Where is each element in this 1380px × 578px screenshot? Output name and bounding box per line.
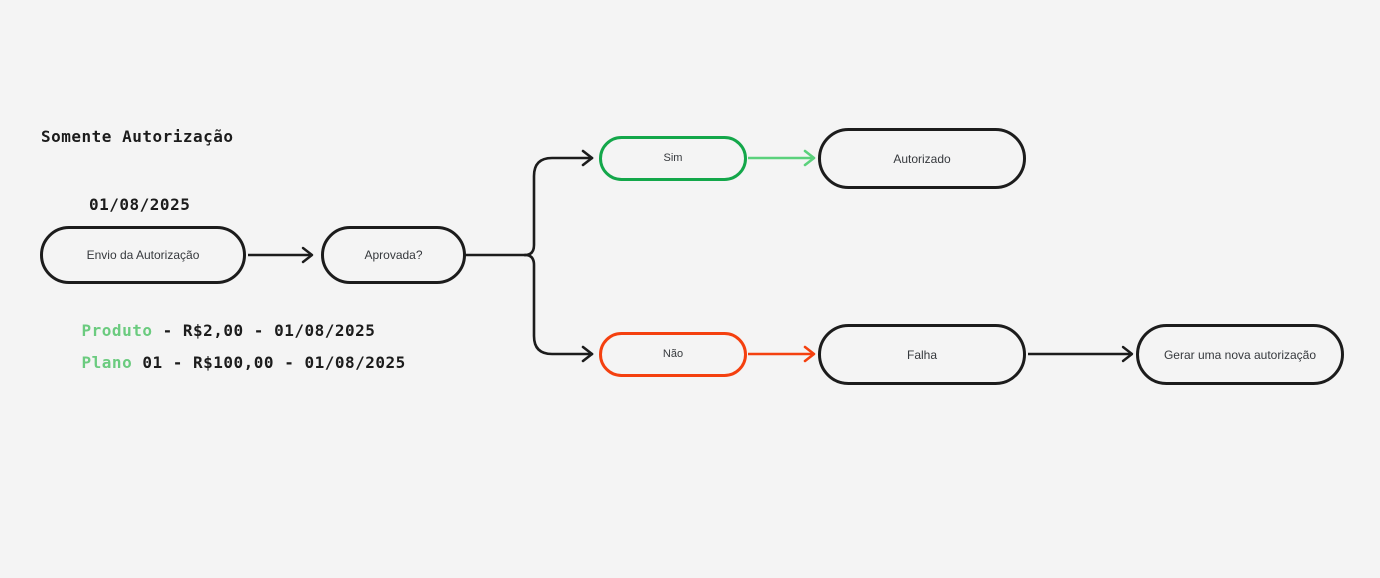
- diagram-title: Somente Autorização: [41, 127, 234, 146]
- node-aprovada[interactable]: Aprovada?: [321, 226, 466, 284]
- edge-sim-to-autorizado: [748, 149, 816, 167]
- detail-value-produto: - R$2,00 - 01/08/2025: [152, 321, 376, 340]
- date-label: 01/08/2025: [89, 195, 191, 214]
- detail-row-produto: Produto - R$2,00 - 01/08/2025: [41, 302, 375, 359]
- node-sim[interactable]: Sim: [599, 136, 747, 181]
- edge-aprovada-split: [464, 149, 594, 363]
- detail-key-produto: Produto: [81, 321, 153, 340]
- node-autorizado[interactable]: Autorizado: [818, 128, 1026, 189]
- edge-falha-to-gerar: [1028, 345, 1134, 363]
- detail-row-plano: Plano 01 - R$100,00 - 01/08/2025: [41, 334, 406, 391]
- node-nao[interactable]: Não: [599, 332, 747, 377]
- edge-envio-to-aprovada: [248, 246, 314, 264]
- detail-key-plano: Plano: [81, 353, 133, 372]
- detail-value-plano: 01 - R$100,00 - 01/08/2025: [132, 353, 406, 372]
- edge-nao-to-falha: [748, 345, 816, 363]
- node-envio-da-autorizacao[interactable]: Envio da Autorização: [40, 226, 246, 284]
- node-falha[interactable]: Falha: [818, 324, 1026, 385]
- node-gerar-nova-autorizacao[interactable]: Gerar uma nova autorização: [1136, 324, 1344, 385]
